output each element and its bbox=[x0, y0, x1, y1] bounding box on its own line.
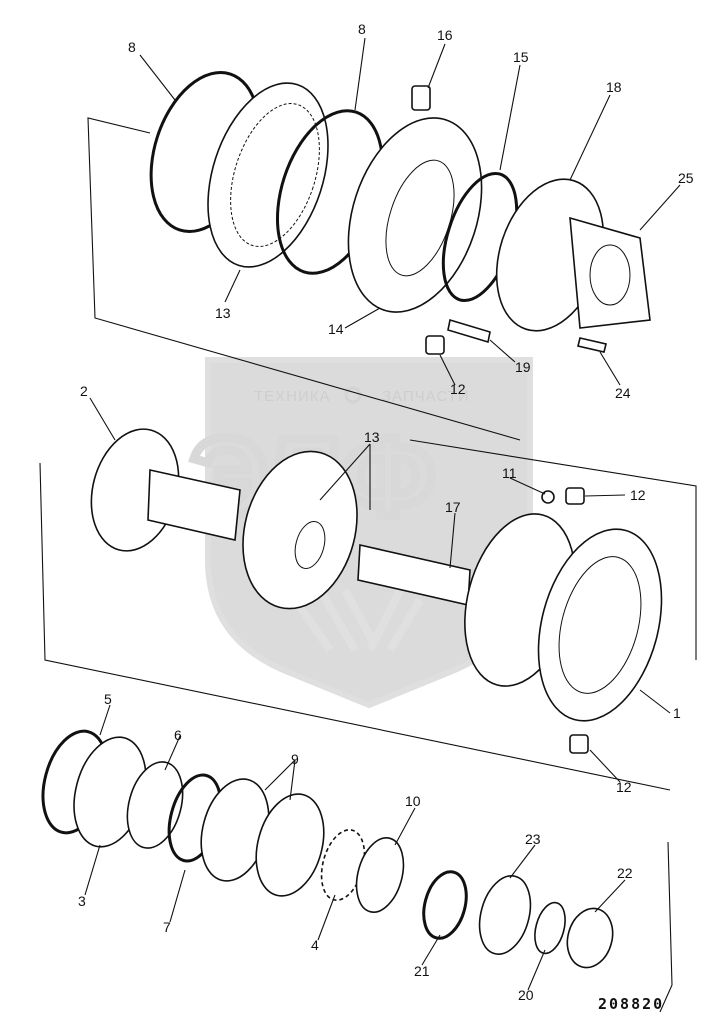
circlip-20 bbox=[534, 901, 566, 955]
callout-21: 21 bbox=[414, 963, 430, 979]
watermark-wheat bbox=[291, 587, 424, 653]
middle-assembly bbox=[90, 428, 663, 754]
middle-frame-left bbox=[39, 462, 671, 791]
watermark-right-text: ЗАПЧАСТИ bbox=[382, 388, 470, 405]
callout-2: 2 bbox=[80, 383, 88, 399]
lower-frame-right bbox=[659, 841, 673, 1013]
callout-15: 15 bbox=[513, 49, 529, 65]
output-shaft-2 bbox=[147, 469, 241, 541]
callout-1: 1 bbox=[673, 705, 681, 721]
callout-16: 16 bbox=[437, 27, 453, 43]
callout-12-lower: 12 bbox=[616, 779, 632, 795]
callout-18: 18 bbox=[606, 79, 622, 95]
upper-frame bbox=[87, 117, 521, 441]
callout-12-upper: 12 bbox=[450, 381, 466, 397]
callout-13-middle: 13 bbox=[364, 429, 380, 445]
ring-gear-plate-13 bbox=[207, 82, 329, 268]
bearing-9-b bbox=[255, 793, 325, 897]
nut-10 bbox=[355, 837, 405, 913]
washer-11 bbox=[541, 490, 555, 504]
callout-8-right: 8 bbox=[358, 21, 366, 37]
hub-1-front bbox=[537, 528, 663, 722]
callout-7: 7 bbox=[163, 919, 171, 935]
leader-lines bbox=[84, 37, 681, 991]
housing-14 bbox=[347, 117, 483, 313]
gear-icon bbox=[344, 386, 362, 404]
bolt-24 bbox=[577, 337, 607, 353]
callout-14: 14 bbox=[328, 321, 344, 337]
drawing-number: 208820 bbox=[598, 995, 664, 1013]
callout-5: 5 bbox=[104, 691, 112, 707]
upper-assembly bbox=[149, 70, 651, 355]
callout-24: 24 bbox=[615, 385, 631, 401]
middle-frame-right bbox=[409, 439, 697, 660]
callout-17: 17 bbox=[445, 499, 461, 515]
callout-6: 6 bbox=[174, 727, 182, 743]
lower-assembly bbox=[41, 729, 614, 969]
callout-19: 19 bbox=[515, 359, 531, 375]
callout-4: 4 bbox=[311, 937, 319, 953]
callout-12-middle: 12 bbox=[630, 487, 646, 503]
callout-labels: 8 8 16 15 18 25 13 14 19 12 24 2 13 11 1… bbox=[78, 21, 694, 1003]
callout-23: 23 bbox=[525, 831, 541, 847]
callout-11: 11 bbox=[502, 465, 517, 481]
watermark-left-text: ТЕХНИКА bbox=[254, 388, 331, 405]
group-frames bbox=[39, 117, 697, 1013]
breather-16 bbox=[411, 85, 431, 111]
ring-gear-teeth bbox=[230, 103, 320, 247]
hub-1-bore bbox=[558, 556, 642, 694]
callout-8-left: 8 bbox=[128, 39, 136, 55]
bearing-23 bbox=[478, 875, 532, 955]
callout-3: 3 bbox=[78, 893, 86, 909]
bolt-19 bbox=[447, 318, 491, 344]
callout-25: 25 bbox=[678, 170, 694, 186]
callout-9: 9 bbox=[291, 751, 299, 767]
callout-13-upper: 13 bbox=[215, 305, 231, 321]
plug-12-upper bbox=[425, 335, 445, 355]
carrier-bore bbox=[294, 521, 326, 569]
plug-12-lower bbox=[569, 734, 589, 754]
callout-22: 22 bbox=[617, 865, 633, 881]
adapter-25-bore bbox=[589, 244, 631, 306]
plug-12-middle bbox=[565, 487, 585, 505]
circlip-21 bbox=[422, 870, 468, 940]
callout-20: 20 bbox=[518, 987, 534, 1003]
washer-22 bbox=[566, 907, 614, 969]
adapter-25 bbox=[569, 216, 651, 329]
callout-10: 10 bbox=[405, 793, 421, 809]
